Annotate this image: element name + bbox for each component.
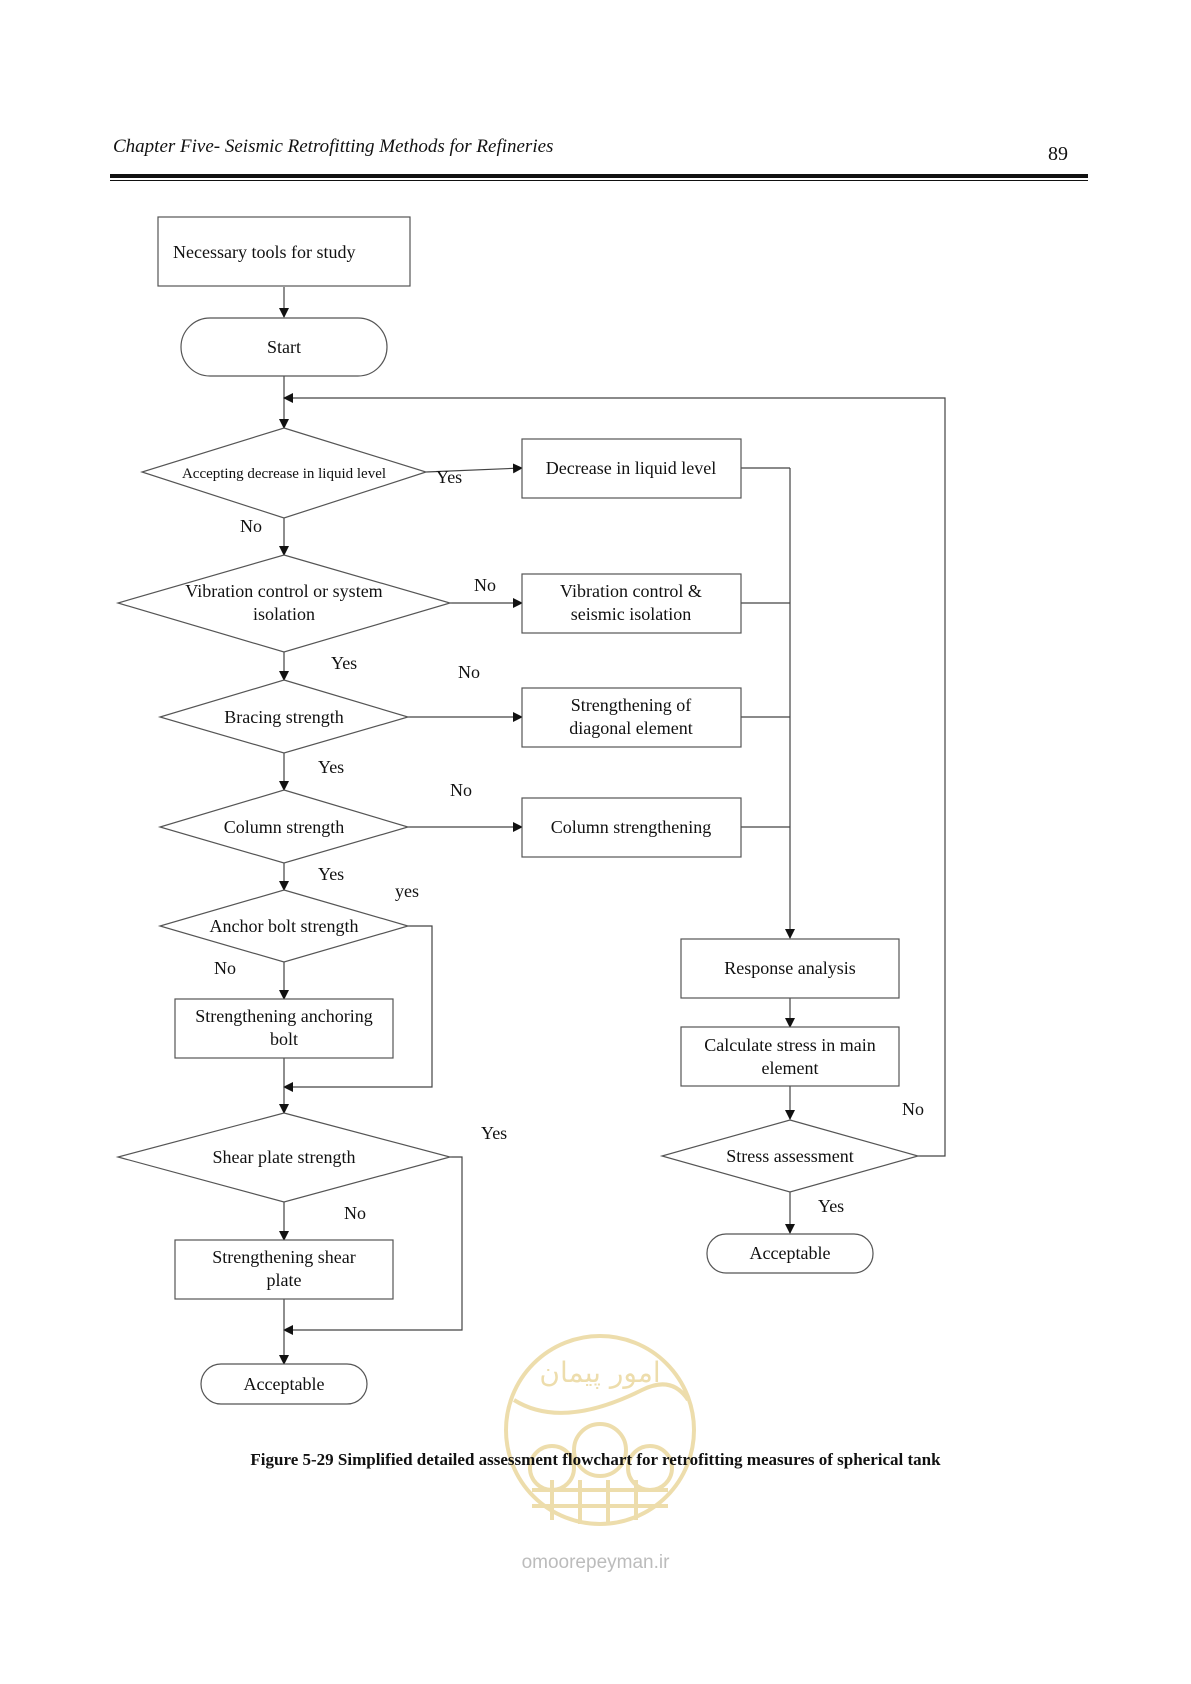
label-shear-no: No xyxy=(344,1203,366,1223)
node-decision-shear-label: Shear plate strength xyxy=(213,1147,356,1167)
watermark-site: omoorepeyman.ir xyxy=(521,1552,670,1573)
header-rule-thick xyxy=(110,174,1088,178)
node-process-column xyxy=(521,797,742,858)
nodes: Necessary tools for study Start Acceptin… xyxy=(115,216,921,1405)
node-process-shear xyxy=(174,1239,394,1300)
label-brace-no: No xyxy=(458,662,480,682)
watermark-grid-icon xyxy=(532,1480,668,1524)
node-process-liquid-label: Decrease in liquid level xyxy=(546,458,716,478)
figure-caption: Figure 5-29 Simplified detailed assessme… xyxy=(250,1450,941,1469)
node-decision-stress-label: Stress assessment xyxy=(726,1146,854,1166)
node-decision-liquid xyxy=(140,427,428,519)
node-decision-column xyxy=(157,789,411,864)
label-column-no: No xyxy=(450,780,472,800)
node-response-label: Response analysis xyxy=(724,958,855,978)
node-process-bracing-label-1: Strengthening of xyxy=(571,695,691,715)
edge-liquid-yes xyxy=(425,463,523,474)
node-start xyxy=(180,317,388,377)
node-end-right-label: Acceptable xyxy=(750,1243,831,1263)
node-decision-bracing-label: Bracing strength xyxy=(224,707,343,727)
node-decision-vibration-label-1: Vibration control or system xyxy=(185,581,382,601)
node-response xyxy=(680,938,900,999)
label-vib-yes: Yes xyxy=(331,653,357,673)
edge-shear-yes xyxy=(283,1156,463,1335)
node-process-vibration-label-2: seismic isolation xyxy=(571,604,692,624)
edge-labels: Yes No No Yes No Yes No Yes yes No Yes N… xyxy=(214,467,924,1223)
label-brace-yes: Yes xyxy=(318,757,344,777)
node-end-right xyxy=(706,1233,874,1274)
label-anchor-no: No xyxy=(214,958,236,978)
label-stress-no: No xyxy=(902,1099,924,1119)
edge-anchor-yes xyxy=(283,925,433,1092)
node-stress-label-2: element xyxy=(762,1058,819,1078)
node-end-left xyxy=(200,1363,368,1405)
node-process-bracing-label-2: diagonal element xyxy=(569,718,692,738)
edges xyxy=(279,287,946,1365)
node-process-liquid xyxy=(521,438,742,499)
node-start-label: Start xyxy=(267,337,301,357)
node-decision-anchor-label: Anchor bolt strength xyxy=(210,916,359,936)
watermark-gear-left-icon xyxy=(528,1444,576,1492)
node-process-shear-label-1: Strengthening shear xyxy=(212,1247,355,1267)
node-tools xyxy=(157,216,411,287)
node-decision-shear xyxy=(115,1112,453,1203)
node-end-left-label: Acceptable xyxy=(244,1374,325,1394)
label-anchor-yes: yes xyxy=(395,881,419,901)
label-liquid-yes: Yes xyxy=(436,467,462,487)
label-stress-yes: Yes xyxy=(818,1196,844,1216)
node-decision-vibration-label-2: isolation xyxy=(253,604,315,624)
label-shear-yes: Yes xyxy=(481,1123,507,1143)
chapter-header: Chapter Five- Seismic Retrofitting Metho… xyxy=(113,136,554,157)
node-decision-bracing xyxy=(157,679,411,754)
page-number: 89 xyxy=(1048,143,1068,165)
node-decision-stress xyxy=(659,1119,921,1193)
header-rule-thin xyxy=(110,180,1088,181)
label-liquid-no: No xyxy=(240,516,262,536)
node-process-column-label: Column strengthening xyxy=(551,817,712,837)
label-column-yes: Yes xyxy=(318,864,344,884)
node-process-anchor xyxy=(174,998,394,1059)
node-process-shear-label-2: plate xyxy=(267,1270,302,1290)
node-process-anchor-label-1: Strengthening anchoring xyxy=(195,1006,372,1026)
watermark-ring-icon xyxy=(504,1334,696,1526)
node-process-vibration xyxy=(521,573,742,634)
label-vib-no: No xyxy=(474,575,496,595)
node-decision-anchor xyxy=(157,889,411,963)
node-process-anchor-label-2: bolt xyxy=(270,1029,298,1049)
watermark-gear-right-icon xyxy=(626,1444,674,1492)
node-decision-column-label: Column strength xyxy=(224,817,345,837)
node-stress xyxy=(680,1026,900,1087)
node-process-vibration-label-1: Vibration control & xyxy=(560,581,702,601)
node-tools-label: Necessary tools for study xyxy=(173,242,355,262)
watermark-gear-center-icon xyxy=(572,1422,628,1478)
edge-loop-return xyxy=(283,393,946,1157)
watermark-logo-script: امور پیمان xyxy=(539,1356,660,1389)
node-decision-vibration xyxy=(115,554,453,653)
node-process-bracing xyxy=(521,687,742,748)
watermark-swoosh-icon xyxy=(512,1382,690,1415)
node-stress-label-1: Calculate stress in main xyxy=(704,1035,875,1055)
watermark-logo: امور پیمان xyxy=(504,1334,696,1526)
node-decision-liquid-label: Accepting decrease in liquid level xyxy=(182,466,386,482)
